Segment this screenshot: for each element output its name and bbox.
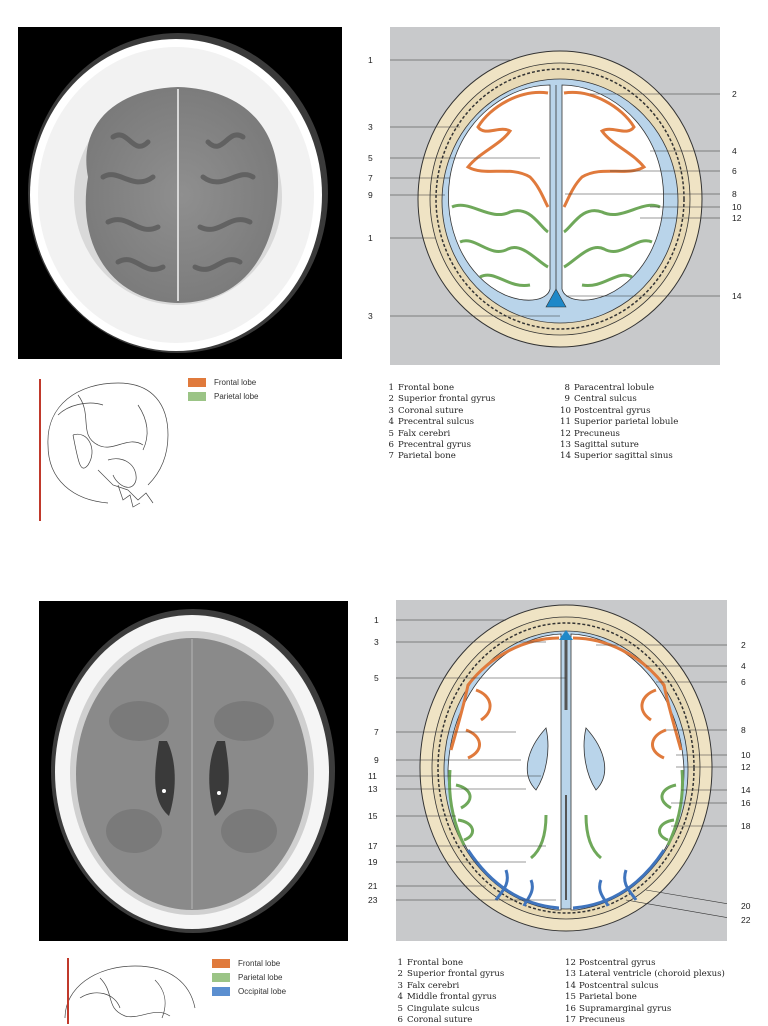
frontal-swatch xyxy=(188,378,206,387)
anatomy-diagram-1 xyxy=(380,27,730,365)
diagram-1-callout: 3 xyxy=(368,311,373,321)
diagram-1-callout: 5 xyxy=(368,153,373,163)
legend-item-parietal: Parietal lobe xyxy=(212,973,282,982)
ct-scan-image-1 xyxy=(18,27,342,359)
diagram-2-callout: 13 xyxy=(368,784,378,794)
legend-item-frontal: Frontal lobe xyxy=(188,378,256,387)
diagram-2-callout: 4 xyxy=(741,661,746,671)
parietal-swatch xyxy=(212,973,230,982)
diagram-1-right-numbers: 2 4 6 8 10 12 14 xyxy=(732,89,742,301)
diagram-2-callout: 16 xyxy=(741,798,751,808)
anatomy-diagram-2-graphic xyxy=(386,604,742,932)
head-orientation-sketch-1 xyxy=(39,379,169,521)
diagram-2-callout: 23 xyxy=(368,895,378,905)
diagram-2-callout: 18 xyxy=(741,821,751,831)
diagram-2-callout: 3 xyxy=(374,637,379,647)
diagram-2-callout: 15 xyxy=(368,811,378,821)
diagram-2-callout: 12 xyxy=(741,762,751,772)
legend-item-parietal: Parietal lobe xyxy=(188,392,258,401)
diagram-1-callout: 8 xyxy=(732,189,737,199)
diagram-1-callout: 1 xyxy=(368,55,373,65)
ct-scan-image-2 xyxy=(39,601,348,941)
diagram-2-callout: 10 xyxy=(741,750,751,760)
legend-label: Parietal lobe xyxy=(238,973,283,982)
occipital-swatch xyxy=(212,987,230,996)
ct-scan-2-graphic xyxy=(51,609,335,933)
diagram-2-callout: 6 xyxy=(741,677,746,687)
diagram-1-callout: 12 xyxy=(732,213,742,223)
diagram-1-callout: 3 xyxy=(368,122,373,132)
diagram-1-callout: 10 xyxy=(732,202,742,212)
legend-label: Frontal lobe xyxy=(238,959,281,968)
anatomy-diagram-2 xyxy=(386,600,742,941)
diagram-2-callout: 17 xyxy=(368,841,378,851)
diagram-2-callout: 5 xyxy=(374,673,379,683)
diagram-1-left-numbers: 1 3 5 7 9 1 3 xyxy=(368,55,373,321)
ct-scan-1-graphic xyxy=(28,33,328,353)
diagram-2-callout: 20 xyxy=(741,901,751,911)
diagram-2-callout: 8 xyxy=(741,725,746,735)
legend-item-frontal: Frontal lobe xyxy=(212,959,280,968)
diagram-2-callout: 7 xyxy=(374,727,379,737)
diagram-1-callout: 14 xyxy=(732,291,742,301)
diagram-2-callout: 22 xyxy=(741,915,751,925)
legend-label: Frontal lobe xyxy=(214,378,257,387)
diagram-2-callout: 2 xyxy=(741,640,746,650)
legend-label: Occipital lobe xyxy=(238,987,287,996)
diagram-1-callout: 9 xyxy=(368,190,373,200)
diagram-2-right-numbers: 2 4 6 8 10 12 14 16 18 20 22 xyxy=(741,640,751,925)
frontal-swatch xyxy=(212,959,230,968)
diagram-1-callout: 4 xyxy=(732,146,737,156)
head-orientation-sketch-2 xyxy=(64,958,196,1024)
parietal-swatch xyxy=(188,392,206,401)
diagram-2-callout: 19 xyxy=(368,857,378,867)
diagram-1-callout: 7 xyxy=(368,173,373,183)
diagram-1-callout: 2 xyxy=(732,89,737,99)
diagram-2-callout: 9 xyxy=(374,755,379,765)
legend-item-occipital: Occipital lobe xyxy=(212,987,286,996)
diagram-2-callout: 1 xyxy=(374,615,379,625)
diagram-1-callout: 6 xyxy=(732,166,737,176)
diagram-2-callout: 11 xyxy=(368,771,377,781)
diagram-1-callout: 1 xyxy=(368,233,373,243)
anatomy-diagram-1-graphic xyxy=(380,50,730,348)
diagram-2-callout: 14 xyxy=(741,785,751,795)
diagram-2-left-numbers: 1 3 5 7 9 11 13 15 17 19 21 23 xyxy=(368,615,379,905)
legend-label: Parietal lobe xyxy=(214,392,259,401)
diagram-2-callout: 21 xyxy=(368,881,378,891)
